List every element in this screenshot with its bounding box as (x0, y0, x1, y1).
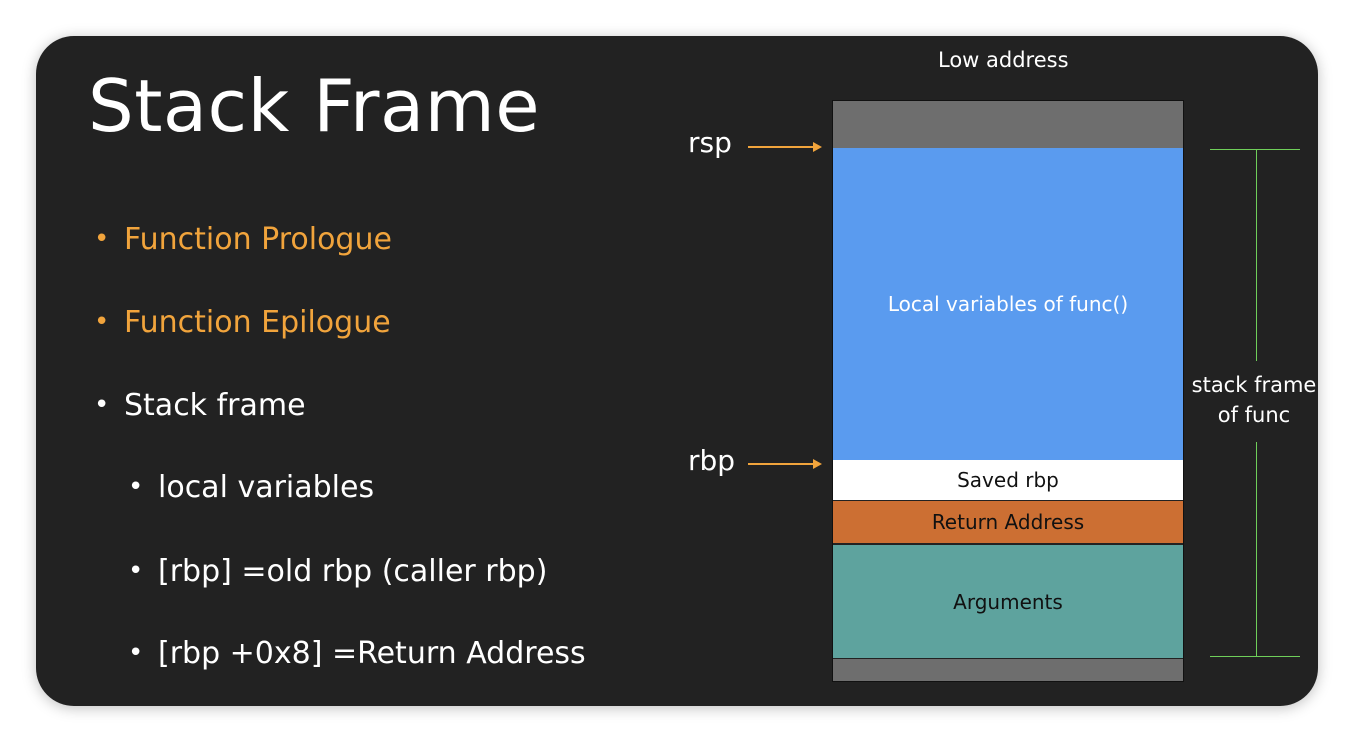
frame-bracket-bottom (1210, 656, 1300, 657)
rbp-arrow-line (748, 463, 814, 465)
bullet-function-prologue: • Function Prologue (94, 222, 392, 257)
stack-padding-top (833, 101, 1183, 148)
local-variables-segment: Local variables of func() (833, 148, 1183, 460)
bullet-function-epilogue: • Function Epilogue (94, 305, 391, 340)
rbp-label: rbp (688, 444, 736, 477)
rsp-arrow-line (748, 146, 814, 148)
stack-frame-label-line2: of func (1217, 403, 1291, 427)
bullet-text: Function Epilogue (124, 305, 391, 340)
bullet-stack-frame: • Stack frame (94, 388, 306, 423)
sub-bullet-return-address: • [rbp +0x8] =Return Address (128, 636, 586, 671)
bullet-text: Function Prologue (124, 222, 392, 257)
bullet-dot: • (128, 638, 144, 668)
rsp-label: rsp (688, 126, 732, 159)
stack-diagram: Local variables of func() Saved rbp Retu… (832, 100, 1184, 682)
bullet-dot: • (128, 556, 144, 586)
bullet-text: local variables (158, 470, 375, 505)
stack-frame-label: stack frame of func (1186, 370, 1318, 430)
frame-bracket-lower-line (1256, 442, 1257, 656)
saved-rbp-segment: Saved rbp (833, 460, 1183, 500)
stack-padding-bottom (833, 659, 1183, 681)
sub-bullet-local-variables: • local variables (128, 470, 375, 505)
sub-bullet-old-rbp: • [rbp] =old rbp (caller rbp) (128, 554, 548, 589)
arguments-segment: Arguments (833, 544, 1183, 658)
bullet-text: [rbp] =old rbp (caller rbp) (158, 554, 548, 589)
frame-bracket-top (1210, 149, 1300, 150)
low-address-label: Low address (938, 48, 1069, 72)
bullet-text: Stack frame (124, 388, 306, 423)
slide: Stack Frame • Function Prologue • Functi… (36, 36, 1318, 706)
bullet-dot: • (128, 472, 144, 502)
bullet-dot: • (94, 224, 110, 254)
stack-frame-label-line1: stack frame (1191, 373, 1317, 397)
rsp-arrow-head-icon (813, 142, 822, 152)
rbp-arrow-head-icon (813, 459, 822, 469)
frame-bracket-upper-line (1256, 149, 1257, 361)
return-address-segment: Return Address (833, 501, 1183, 543)
bullet-text: [rbp +0x8] =Return Address (158, 636, 586, 671)
bullet-dot: • (94, 307, 110, 337)
slide-title: Stack Frame (88, 64, 541, 148)
bullet-dot: • (94, 390, 110, 420)
